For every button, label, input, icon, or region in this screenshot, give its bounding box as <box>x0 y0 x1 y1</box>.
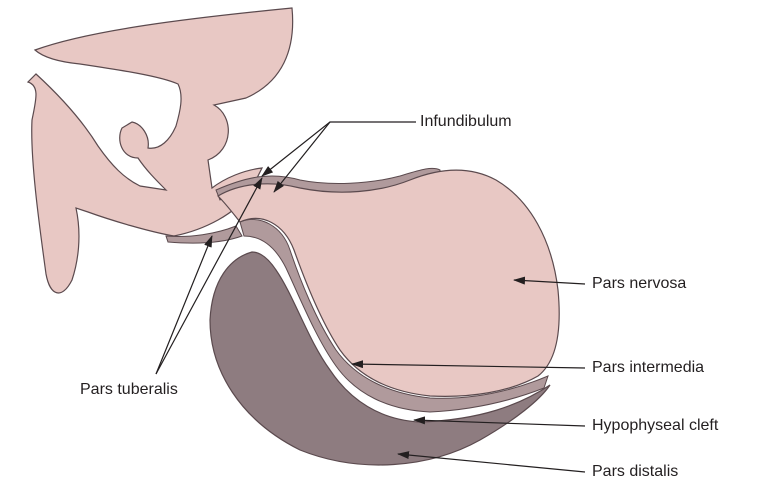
infundibulum-leader-a <box>262 122 416 176</box>
pars-nervosa-label: Pars nervosa <box>592 276 686 292</box>
pars-distalis-label: Pars distalis <box>592 464 678 480</box>
pars-tuberalis-label: Pars tuberalis <box>80 382 178 398</box>
hypothalamus-tissue <box>28 8 293 293</box>
hypophyseal-cleft-label: Hypophyseal cleft <box>592 418 718 434</box>
pars-distalis-leader <box>398 454 585 472</box>
pars-intermedia-label: Pars intermedia <box>592 360 704 376</box>
pars-tuberalis-leader-a <box>156 236 212 374</box>
infundibulum-label: Infundibulum <box>420 114 512 130</box>
